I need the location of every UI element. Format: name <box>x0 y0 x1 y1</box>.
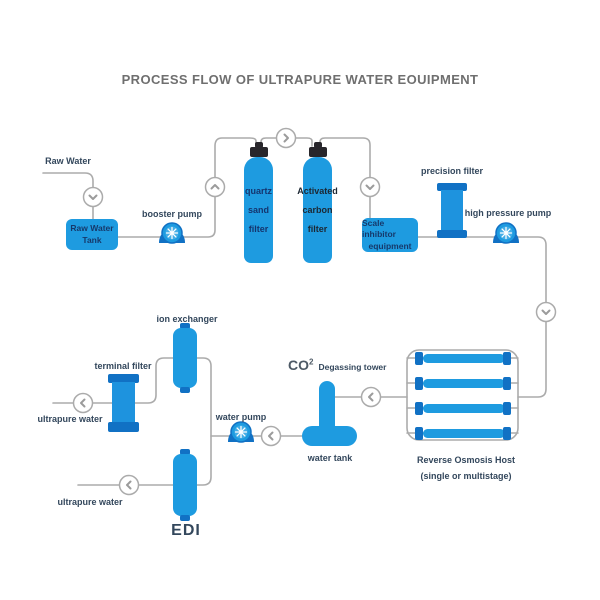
high-pressure-pump-icon <box>493 222 519 244</box>
quartz-filter-label-2: sand <box>247 205 269 215</box>
ro-bar2-cap-right <box>503 377 511 390</box>
ion-exchanger-label: ion exchanger <box>156 314 218 324</box>
ro-frame-rails <box>406 357 519 434</box>
ro-membrane-1 <box>423 354 505 363</box>
valves <box>72 127 557 496</box>
tower-valve-left-icon <box>360 386 382 408</box>
page-title: PROCESS FLOW OF ULTRAPURE WATER EOUIPMEN… <box>121 72 479 87</box>
tank-out-valve-left-icon <box>260 425 282 447</box>
water-pump-label: water pump <box>215 412 267 422</box>
terminal-filter-cap-top <box>108 374 139 383</box>
carbon-filter-cap <box>309 147 327 157</box>
pipe-carbon-to-scale <box>319 137 371 219</box>
ro-bar2-cap-left <box>415 377 423 390</box>
edi-nub-top <box>180 449 190 455</box>
ion-exchanger-nub-top <box>180 323 190 329</box>
precision-filter-cap-bottom <box>437 230 467 238</box>
booster-pump-icon <box>159 222 185 244</box>
water-pump-icon <box>228 421 254 443</box>
raw-water-tank-label-2: Tank <box>82 234 102 245</box>
ultrapure-top-valve-left-icon <box>72 392 94 414</box>
ro-bar4-cap-right <box>503 427 511 440</box>
edi-label: EDI <box>171 522 201 539</box>
carbon-out-valve-down-icon <box>359 176 381 198</box>
filter-link-valve-right-icon <box>275 127 297 149</box>
quartz-filter-label-3: filter <box>248 224 269 234</box>
booster-line-valve-up-icon <box>204 176 226 198</box>
high-pressure-pump-label: high pressure pump <box>464 208 552 218</box>
pipe-raw-water <box>42 172 94 220</box>
carbon-filter-label-2: carbon <box>302 205 333 215</box>
degassing-tower-label: Degassing tower <box>318 362 387 372</box>
scale-inhibitor-label-2: equipment <box>368 240 412 251</box>
ro-frame <box>406 349 519 441</box>
co2-text: CO2 <box>288 357 314 373</box>
ultrapure-water-top-label: ultrapure water <box>37 414 103 424</box>
co2-degassing-label: CO2 Degassing tower <box>288 357 386 375</box>
raw-water-tank: Raw Water Tank <box>66 219 118 250</box>
ro-bar1-cap-right <box>503 352 511 365</box>
ultrapure-bottom-valve-left-icon <box>118 474 140 496</box>
carbon-filter-label-3: filter <box>307 224 328 234</box>
ion-exchanger-nub-bottom <box>180 387 190 393</box>
raw-water-label: Raw Water <box>45 156 91 166</box>
ultrapure-water-bottom-label: ultrapure water <box>57 497 123 507</box>
scale-inhibitor-label-1: Scale inhibitor <box>362 217 396 240</box>
carbon-filter-cap-nub <box>314 142 322 148</box>
pipe-scale-to-ro <box>417 236 547 398</box>
ro-bar1-cap-left <box>415 352 423 365</box>
precision-filter-label: precision filter <box>420 166 484 176</box>
quartz-filter-label-1: quartz <box>245 186 272 196</box>
precision-filter-cap-top <box>437 183 467 191</box>
ro-bar3-cap-right <box>503 402 511 415</box>
reverse-osmosis-label-1: Reverse Osmosis Host <box>416 455 516 465</box>
pipe-junction-vertical <box>196 357 212 486</box>
activated-carbon-filter-vessel: Activated carbon filter <box>297 157 338 263</box>
terminal-filter-cap-bottom <box>108 422 139 432</box>
terminal-filter-label: terminal filter <box>94 361 152 371</box>
water-tank-label: water tank <box>307 453 353 463</box>
carbon-filter-label-1: Activated <box>297 186 338 196</box>
scale-inhibitor-equipment: Scale inhibitor equipment <box>362 218 418 252</box>
edi-nub-bottom <box>180 515 190 521</box>
pipe-ion-to-terminal <box>52 357 174 404</box>
ro-membrane-2 <box>423 379 505 388</box>
ro-membrane-3 <box>423 404 505 413</box>
quartz-filter-cap-nub <box>255 142 263 148</box>
ro-feed-valve-down-icon <box>535 301 557 323</box>
ro-bar3-cap-left <box>415 402 423 415</box>
quartz-filter-cap <box>250 147 268 157</box>
ro-bar4-cap-left <box>415 427 423 440</box>
booster-pump-label: booster pump <box>142 209 202 219</box>
quartz-sand-filter-vessel: quartz sand filter <box>244 157 273 263</box>
water-tank-vessel <box>302 426 357 446</box>
pumps <box>159 222 519 443</box>
pipe-tank-to-quartz <box>117 137 257 238</box>
ion-exchanger-vessel <box>173 328 197 388</box>
ro-membrane-4 <box>423 429 505 438</box>
degassing-tower-column <box>319 381 335 431</box>
terminal-filter-vessel <box>112 382 135 423</box>
precision-filter-vessel <box>441 190 463 231</box>
reverse-osmosis-label-2: (single or multistage) <box>420 471 512 481</box>
raw-water-tank-label-1: Raw Water <box>70 223 114 234</box>
raw-water-valve-down-icon <box>82 186 104 208</box>
edi-vessel <box>173 454 197 516</box>
